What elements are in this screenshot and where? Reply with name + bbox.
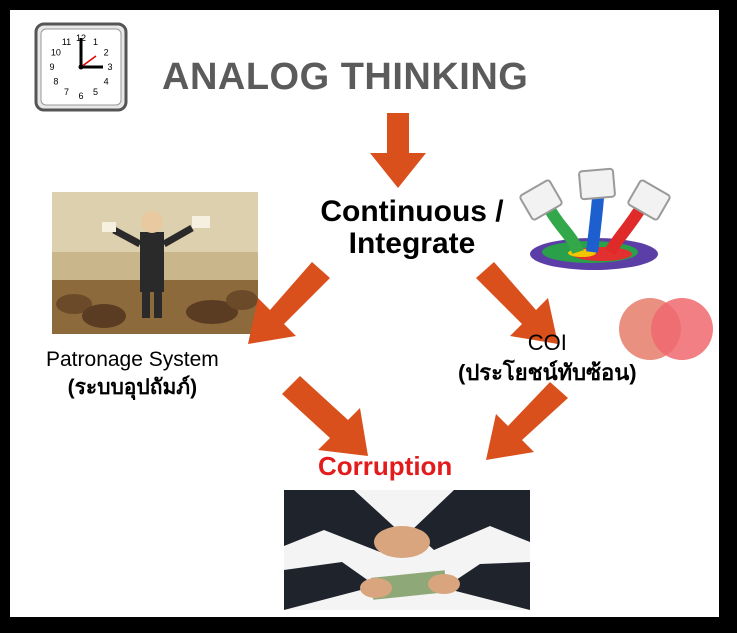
clock-numeral: 6 bbox=[78, 91, 83, 101]
handshake-photo bbox=[284, 490, 530, 610]
coi-label-line2: (ประโยชน์ทับซ้อน) bbox=[458, 360, 637, 385]
clock-numeral: 1 bbox=[93, 37, 98, 47]
clock-numeral: 2 bbox=[104, 48, 109, 58]
clock-numeral: 4 bbox=[104, 77, 109, 87]
center-label-line1: Continuous / bbox=[320, 195, 504, 228]
arrow-down-right-icon bbox=[282, 376, 368, 456]
patronage-label-line2: (ระบบอุปถัมภ์) bbox=[67, 376, 198, 399]
slide: 121234567891011 ANALOG THINKING Continuo… bbox=[10, 10, 719, 617]
clock-numeral: 5 bbox=[93, 87, 98, 97]
clock-numeral: 9 bbox=[49, 62, 54, 72]
patronage-illustration bbox=[52, 192, 258, 334]
clock-numeral: 8 bbox=[53, 77, 58, 87]
center-label: Continuous / Integrate bbox=[292, 196, 532, 260]
paint-buckets-image bbox=[519, 167, 671, 270]
venn-circles bbox=[619, 298, 713, 360]
arrow-down-icon bbox=[370, 113, 426, 188]
page-title: ANALOG THINKING bbox=[162, 56, 529, 98]
clock-numeral: 7 bbox=[64, 87, 69, 97]
arrow-down-right-icon bbox=[476, 262, 558, 344]
clock-numeral: 10 bbox=[51, 48, 61, 58]
coi-label: COI (ประโยชน์ทับซ้อน) bbox=[458, 328, 637, 388]
coi-label-line1: COI bbox=[527, 330, 567, 355]
arrow-down-left-icon bbox=[486, 382, 568, 460]
patronage-label-line1: Patronage System bbox=[46, 348, 219, 371]
clock-icon: 121234567891011 bbox=[34, 22, 128, 112]
arrow-down-left-icon bbox=[248, 262, 330, 344]
corruption-label: Corruption bbox=[318, 451, 453, 481]
patronage-label: Patronage System (ระบบอุปถัมภ์) bbox=[46, 346, 219, 402]
clock-numeral: 3 bbox=[107, 62, 112, 72]
clock-numeral: 11 bbox=[62, 37, 71, 47]
center-label-line2: Integrate bbox=[348, 227, 476, 260]
